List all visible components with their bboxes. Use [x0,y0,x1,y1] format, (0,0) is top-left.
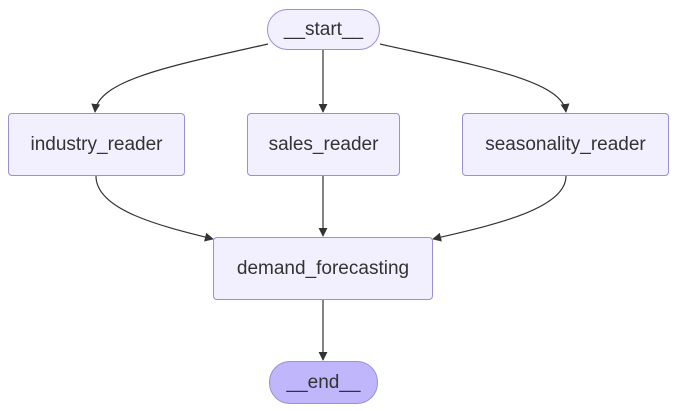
node-sales-reader-label: sales_reader [268,133,379,155]
edge-start-to-industry-reader [91,43,269,113]
node-industry-reader-label: industry_reader [30,133,163,155]
node-demand-forecasting-label: demand_forecasting [236,257,410,279]
node-seasonality-reader-label: seasonality_reader [485,133,646,155]
node-end[interactable]: __end__ [269,361,378,404]
node-industry-reader[interactable]: industry_reader [8,113,185,176]
node-seasonality-reader[interactable]: seasonality_reader [462,113,669,176]
edge-seasonality-reader-to-demand-forecasting [432,175,567,242]
edge-industry-reader-to-demand-forecasting [95,175,214,242]
edge-start-to-seasonality-reader [379,43,570,113]
node-start[interactable]: __start__ [267,9,380,50]
node-end-label: __end__ [286,371,361,393]
node-sales-reader[interactable]: sales_reader [247,113,400,176]
node-demand-forecasting[interactable]: demand_forecasting [213,237,433,300]
node-start-label: __start__ [283,18,364,40]
